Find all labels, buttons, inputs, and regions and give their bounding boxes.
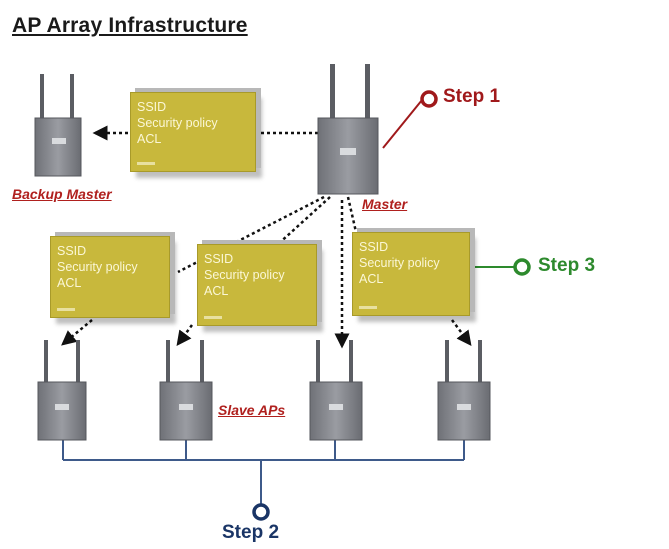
backup-master-label: Backup Master xyxy=(12,186,112,202)
card-ssid: SSID xyxy=(137,100,167,114)
step1-connector xyxy=(382,99,423,149)
config-card-middle: SSID Security policy ACL xyxy=(197,244,317,326)
slave-aps-label: Slave APs xyxy=(218,402,286,418)
step2-marker xyxy=(252,503,270,521)
slave-ap-1 xyxy=(37,340,87,441)
card-security-policy: Security policy xyxy=(204,268,285,282)
config-card-left: SSID Security policy ACL xyxy=(50,236,170,318)
link-master-to-card-3 xyxy=(346,196,358,233)
step3-marker xyxy=(513,258,531,276)
card-security-policy: Security policy xyxy=(57,260,138,274)
step3-label: Step 3 xyxy=(538,255,596,276)
card-security-policy: Security policy xyxy=(359,256,440,270)
card-acl: ACL xyxy=(204,284,229,298)
step1-label: Step 1 xyxy=(443,86,501,107)
link-card1-to-slave-1 xyxy=(61,319,93,346)
link-master-to-card-2 xyxy=(275,196,331,247)
master-label: Master xyxy=(362,196,408,212)
diagram-title: AP Array Infrastructure xyxy=(12,14,248,37)
backup-master-ap xyxy=(34,74,82,177)
slave-ap-4 xyxy=(437,340,491,441)
config-card-right: SSID Security policy ACL xyxy=(352,232,470,316)
step2-label: Step 2 xyxy=(222,522,280,543)
card-acl: ACL xyxy=(359,272,384,286)
card-ssid: SSID xyxy=(359,240,389,254)
step1-marker xyxy=(420,90,438,108)
wired-bus xyxy=(62,440,465,505)
link-card3-to-slave-4 xyxy=(451,319,472,346)
card-ssid: SSID xyxy=(204,252,234,266)
card-acl: ACL xyxy=(137,132,162,146)
card-security-policy: Security policy xyxy=(137,116,218,130)
slave-ap-3 xyxy=(309,340,363,441)
master-ap xyxy=(317,64,379,195)
config-card-top: SSID Security policy ACL xyxy=(130,92,256,172)
card-acl: ACL xyxy=(57,276,82,290)
card-ssid: SSID xyxy=(57,244,87,258)
link-card2-to-slave-2 xyxy=(176,324,194,347)
slave-ap-2 xyxy=(159,340,213,441)
